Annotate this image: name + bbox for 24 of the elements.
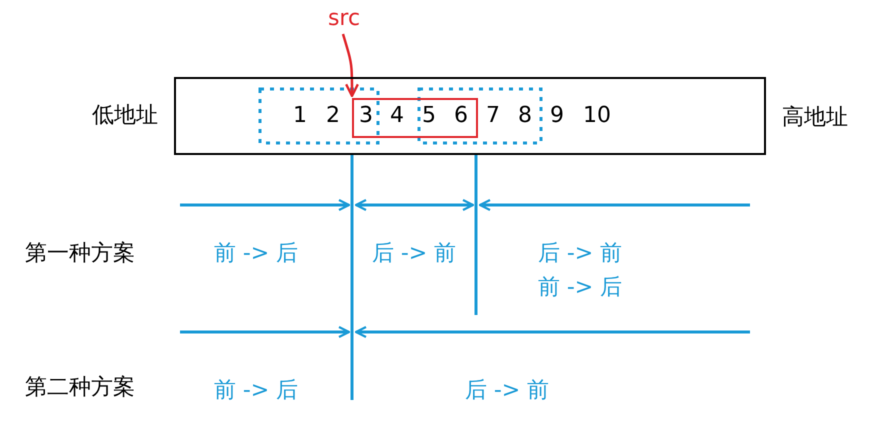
element-number: 8: [518, 104, 532, 128]
arrow: [342, 34, 359, 98]
source-region: [352, 98, 478, 138]
copy-direction-label: 前 -> 后: [214, 242, 298, 266]
scheme-label: 第二种方案: [25, 376, 135, 400]
element-number: 4: [390, 104, 404, 128]
scheme-label: 第一种方案: [25, 242, 135, 266]
element-number: 2: [326, 104, 340, 128]
memory-bar: [174, 77, 766, 155]
copy-direction-label: 后 -> 前: [372, 242, 456, 266]
pointer-label: src: [322, 5, 366, 33]
copy-direction-label: 前 -> 后: [214, 378, 298, 404]
element-number: 5: [422, 104, 436, 128]
address-label: 高地址: [782, 106, 848, 130]
element-number: 6: [454, 104, 468, 128]
copy-direction-label: 前 -> 后: [538, 276, 622, 300]
element-number: 3: [359, 104, 373, 128]
element-number: 10: [583, 104, 611, 128]
element-number: 7: [486, 104, 500, 128]
copy-direction-label: 后 -> 前: [538, 242, 622, 266]
address-label: 低地址: [92, 104, 158, 128]
copy-direction-label: 后 -> 前: [464, 378, 550, 404]
element-number: 9: [550, 104, 564, 128]
element-number: 1: [293, 104, 307, 128]
